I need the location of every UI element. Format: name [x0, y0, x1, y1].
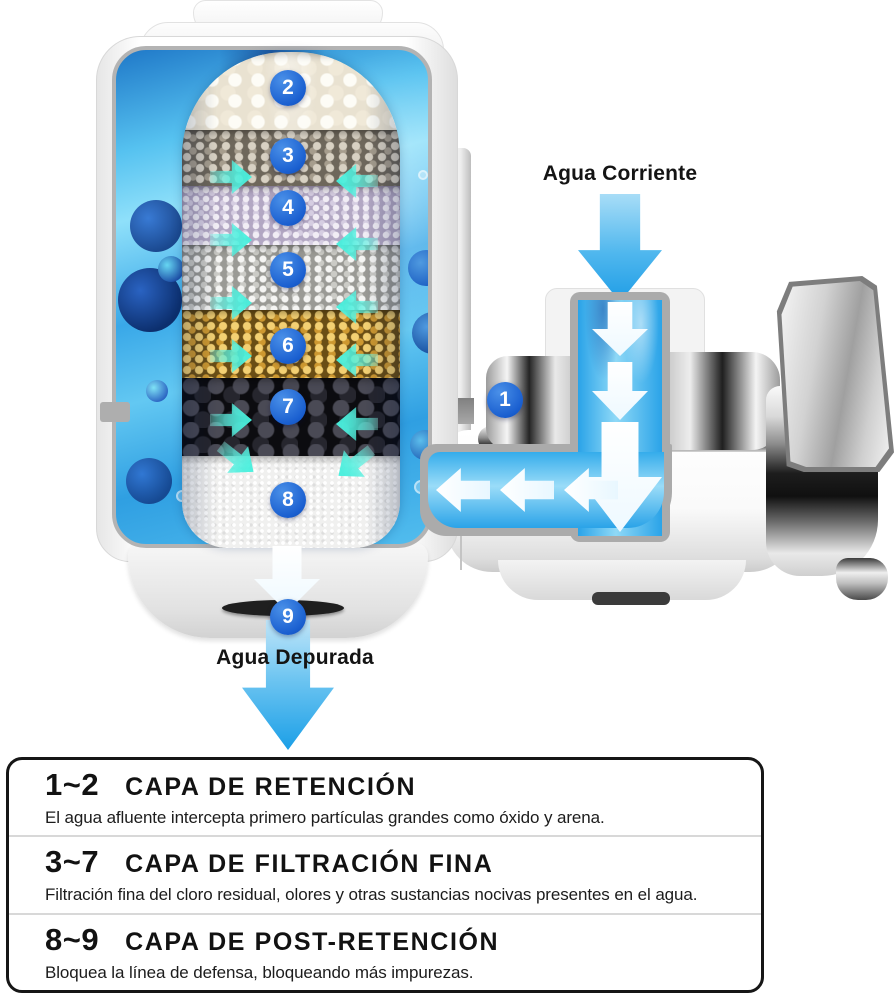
- legend-range: 8~9: [45, 921, 100, 957]
- legend-title: CAPA DE POST-RETENCIÓN: [125, 927, 500, 956]
- connector-nut-right: [660, 352, 780, 450]
- step-badge-3: 3: [270, 138, 306, 174]
- legend-row-post-retention: 8~9 CAPA DE POST-RETENCIÓN Bloquea la lí…: [9, 915, 761, 990]
- step-badge-7: 7: [270, 389, 306, 425]
- step-badge-8: 8: [270, 482, 306, 518]
- bubble-icon: [418, 170, 428, 180]
- outgoing-water-arrow-icon: [242, 620, 334, 750]
- legend-row-fine-filtration: 3~7 CAPA DE FILTRACIÓN FINA Filtración f…: [9, 837, 761, 912]
- legend-desc: El agua afluente intercepta primero part…: [45, 808, 605, 828]
- step-badge-2: 2: [270, 70, 306, 106]
- germ-icon: [146, 380, 168, 402]
- step-badge-5: 5: [270, 252, 306, 288]
- step-badge-6: 6: [270, 328, 306, 364]
- legend-desc: Filtración fina del cloro residual, olor…: [45, 885, 698, 905]
- germ-icon: [408, 250, 428, 286]
- germ-icon: [412, 312, 428, 354]
- legend-row-retention: 1~2 CAPA DE RETENCIÓN El agua afluente i…: [9, 760, 761, 835]
- faucet-spout-slot: [592, 592, 670, 605]
- legend-box: 1~2 CAPA DE RETENCIÓN El agua afluente i…: [6, 757, 764, 993]
- legend-title: CAPA DE FILTRACIÓN FINA: [125, 850, 494, 879]
- faucet-body-seam: [460, 532, 462, 570]
- legend-desc: Bloquea la línea de defensa, bloqueando …: [45, 962, 474, 982]
- incoming-water-arrow-icon: [578, 194, 662, 302]
- legend-divider: [9, 835, 761, 838]
- legend-range: 3~7: [45, 844, 100, 880]
- legend-divider: [9, 912, 761, 915]
- germ-icon: [158, 256, 184, 282]
- outgoing-water-label: Agua Depurada: [216, 646, 374, 669]
- shell-seam-tab: [100, 402, 130, 422]
- germ-icon: [126, 458, 172, 504]
- step-badge-4: 4: [270, 190, 306, 226]
- step-badge-9: 9: [270, 599, 306, 635]
- legend-title: CAPA DE RETENCIÓN: [125, 773, 417, 802]
- faucet-handle-face: [781, 281, 889, 467]
- step-badge-1: 1: [487, 382, 523, 418]
- filter-media-capsule: [182, 52, 400, 548]
- germ-icon: [130, 200, 182, 252]
- incoming-water-label: Agua Corriente: [542, 162, 698, 185]
- legend-range: 1~2: [45, 767, 100, 803]
- chrome-foot: [836, 558, 888, 600]
- filter-layer-2-ceramic-balls: [182, 52, 400, 130]
